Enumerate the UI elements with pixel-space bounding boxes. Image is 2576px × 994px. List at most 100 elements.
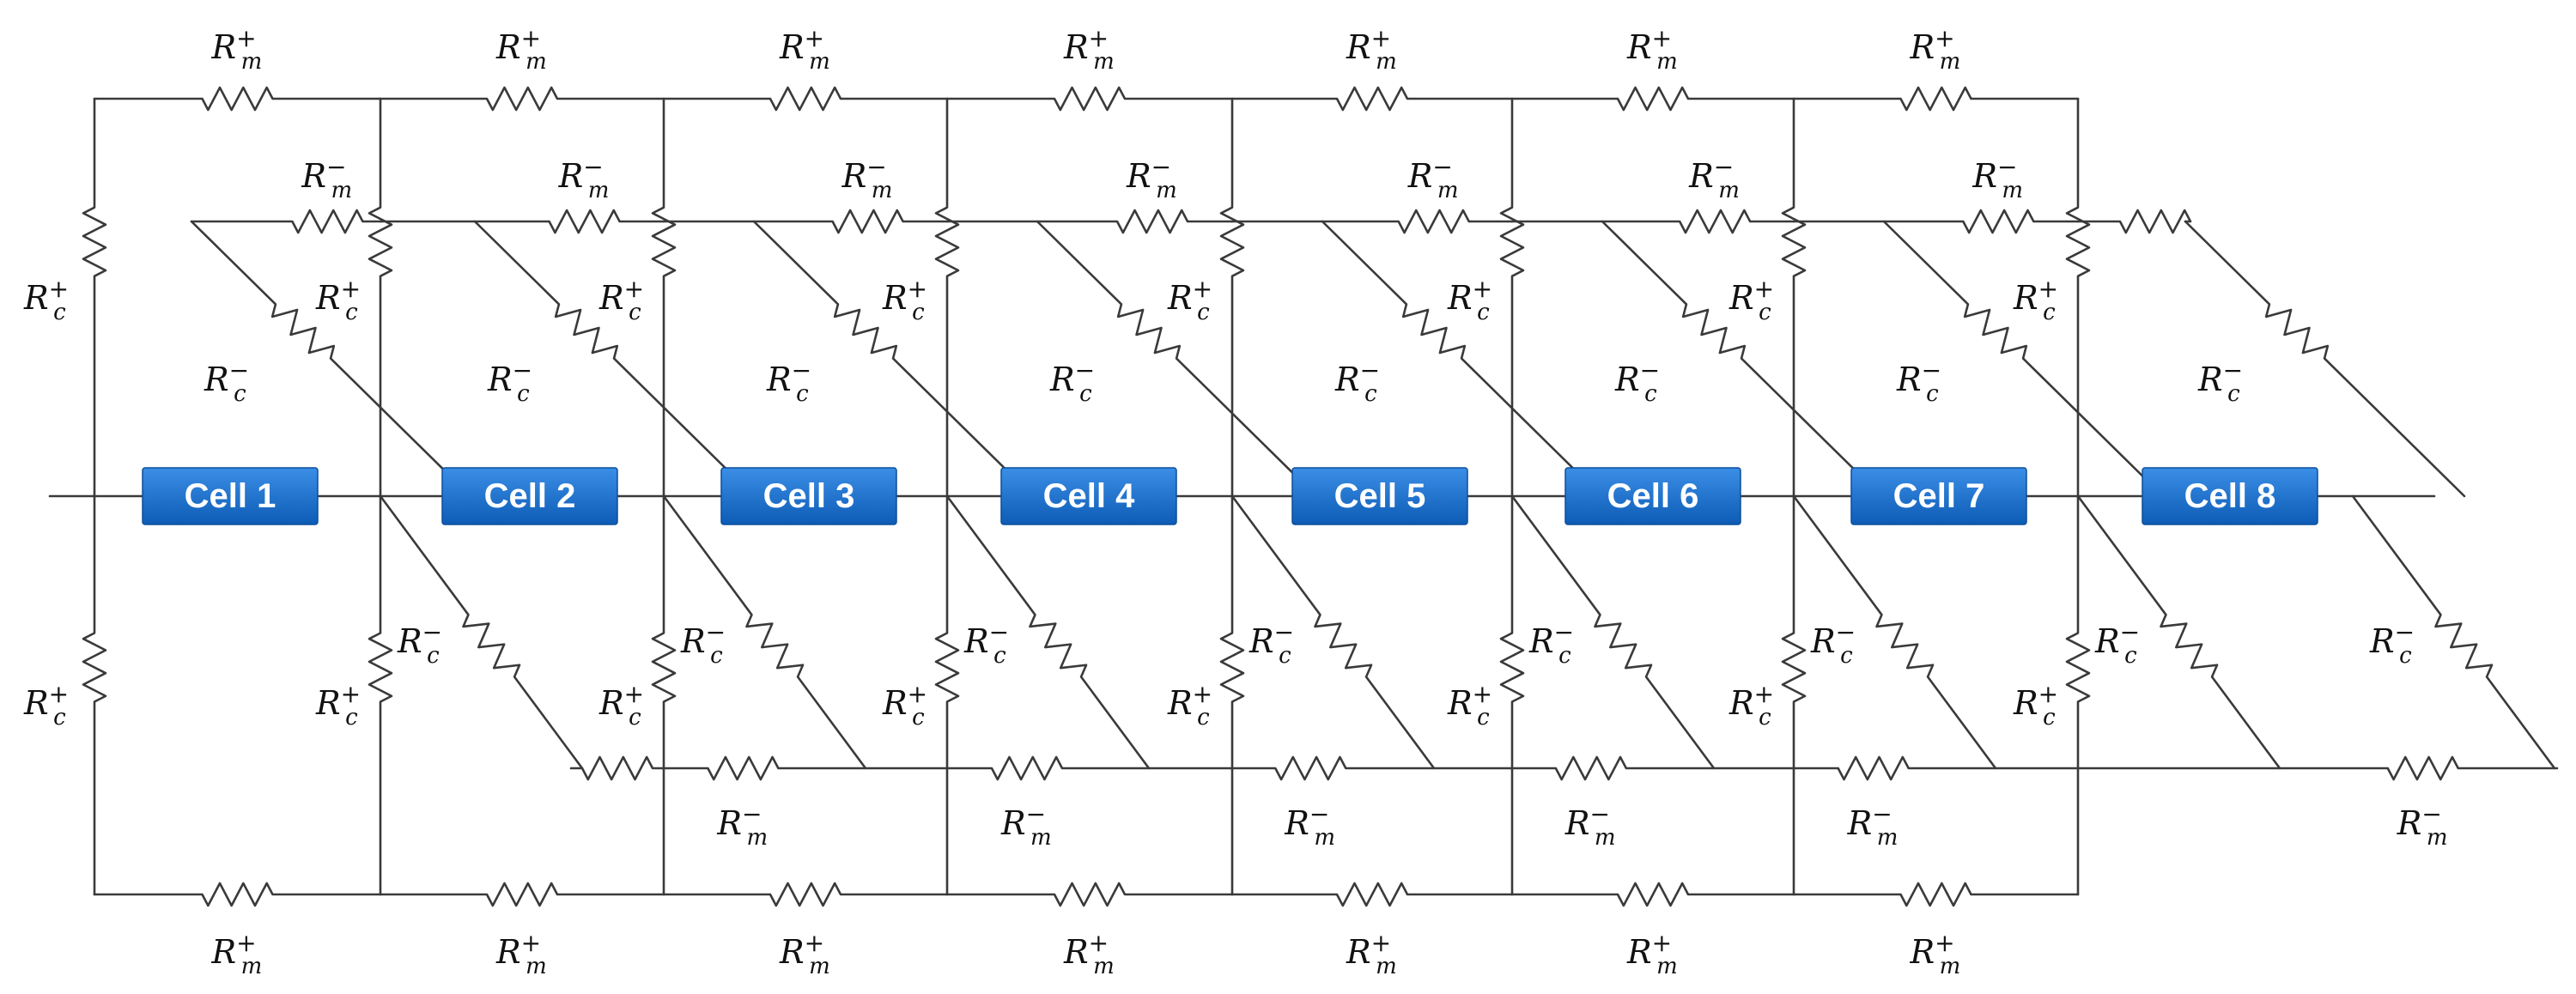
- resistor-rm-plus-top: [1792, 86, 2080, 112]
- label-rm-minus-upper: R−m: [1126, 153, 1177, 203]
- cell-label: Cell 2: [484, 477, 576, 515]
- cell-label: Cell 3: [763, 477, 855, 515]
- label-rm-plus-top: R+m: [1626, 24, 1678, 75]
- resistor-rc-minus-upper: [190, 220, 472, 498]
- label-rc-plus-lower: R+c: [1728, 680, 1774, 730]
- label-rc-minus-upper: R−c: [1614, 356, 1660, 407]
- label-rc-plus-upper: R+c: [598, 275, 644, 325]
- resistor-rc-minus-lower: [379, 494, 584, 770]
- label-rm-minus-lower: R−m: [1847, 800, 1899, 851]
- resistor-rc-minus-lower: [1792, 494, 1997, 770]
- label-rm-minus-upper: R−m: [1688, 153, 1740, 203]
- label-rc-minus-upper: R−c: [2197, 356, 2243, 407]
- label-rc-minus-upper: R−c: [1334, 356, 1380, 407]
- label-rc-plus-upper: R+c: [315, 275, 361, 325]
- label-rc-plus-lower: R+c: [1167, 680, 1212, 730]
- resistor-rm-plus-top: [1510, 86, 1795, 112]
- resistor-rm-plus-top: [662, 86, 949, 112]
- label-rc-plus-upper: R+c: [882, 275, 927, 325]
- resistor-rc-minus-upper: [1601, 220, 1883, 498]
- resistor-rc-minus-lower: [945, 494, 1151, 770]
- label-rm-plus-top: R+m: [779, 24, 830, 75]
- label-rm-plus-top: R+m: [211, 24, 263, 75]
- resistor-rm-minus-upper: [1792, 209, 2080, 234]
- resistor-rm-minus-lower: [945, 755, 1234, 781]
- label-rm-plus-bottom: R+m: [779, 929, 830, 979]
- resistor-rc-plus-upper: [2065, 97, 2091, 498]
- label-rc-plus-upper: R+c: [1728, 275, 1774, 325]
- resistor-rm-plus-bottom: [93, 882, 382, 907]
- resistor-rc-plus-lower: [2065, 494, 2091, 896]
- label-rc-minus-lower: R−c: [397, 618, 442, 669]
- label-rc-minus-lower: R−c: [963, 618, 1009, 669]
- label-rm-plus-top: R+m: [1063, 24, 1115, 75]
- label-rm-plus-bottom: R+m: [495, 929, 547, 979]
- resistor-rc-minus-upper: [473, 220, 756, 498]
- label-rc-plus-upper: R+c: [1447, 275, 1492, 325]
- resistor-rc-plus-lower: [1219, 494, 1245, 896]
- label-rc-plus-upper: R+c: [23, 275, 69, 325]
- resistor-rc-minus-upper: [1036, 220, 1318, 498]
- resistor-rc-plus-upper: [1499, 97, 1525, 498]
- label-rc-minus-lower: R−c: [1249, 618, 1294, 669]
- label-rc-plus-lower: R+c: [315, 680, 361, 730]
- label-rc-plus-lower: R+c: [882, 680, 927, 730]
- resistor-rc-minus-lower: [1510, 494, 1716, 770]
- cell-label: Cell 6: [1607, 477, 1699, 515]
- label-rm-minus-lower: R−m: [1000, 800, 1052, 851]
- resistor-rm-plus-bottom: [379, 882, 665, 907]
- resistor-rm-minus-upper: [2076, 209, 2192, 234]
- resistor-rm-plus-top: [1230, 86, 1514, 112]
- cell-7: Cell 7: [1850, 467, 2027, 525]
- resistor-rc-minus-upper: [2184, 220, 2466, 498]
- resistor-rc-plus-upper: [651, 97, 677, 498]
- label-rc-plus-lower: R+c: [1447, 680, 1492, 730]
- cell-label: Cell 8: [2184, 477, 2276, 515]
- label-rm-plus-top: R+m: [1346, 24, 1397, 75]
- resistor-rm-plus-top: [93, 86, 382, 112]
- resistor-rc-plus-lower: [82, 494, 107, 896]
- label-rm-minus-upper: R−m: [558, 153, 610, 203]
- resistor-rm-plus-top: [379, 86, 665, 112]
- cell-6: Cell 6: [1564, 467, 1741, 525]
- cell-label: Cell 1: [185, 477, 276, 515]
- label-rc-minus-lower: R−c: [2094, 618, 2140, 669]
- resistor-rm-minus-lower: [569, 755, 665, 781]
- label-rc-minus-lower: R−c: [1528, 618, 1574, 669]
- resistor-rm-minus-lower: [1230, 755, 1514, 781]
- resistor-rm-plus-bottom: [662, 882, 949, 907]
- label-rm-plus-bottom: R+m: [211, 929, 263, 979]
- label-rc-plus-lower: R+c: [23, 680, 69, 730]
- resistor-rc-plus-lower: [1499, 494, 1525, 896]
- cell-label: Cell 4: [1043, 477, 1135, 515]
- label-rm-minus-lower: R−m: [1284, 800, 1335, 851]
- label-rc-minus-lower: R−c: [2369, 618, 2415, 669]
- resistor-rm-minus-upper: [945, 209, 1234, 234]
- resistor-rm-minus-lower: [662, 755, 949, 781]
- cell-4: Cell 4: [1000, 467, 1177, 525]
- label-rm-minus-upper: R−m: [301, 153, 352, 203]
- resistor-rc-minus-lower: [1230, 494, 1436, 770]
- resistor-rm-plus-bottom: [1510, 882, 1795, 907]
- cell-label: Cell 7: [1893, 477, 1985, 515]
- label-rm-minus-upper: R−m: [1971, 153, 2023, 203]
- resistor-rm-minus-upper: [379, 209, 665, 234]
- resistor-rm-minus-lower: [1510, 755, 1795, 781]
- resistor-rm-plus-bottom: [1230, 882, 1514, 907]
- resistor-rm-minus-upper: [662, 209, 949, 234]
- resistor-rm-minus-upper: [1230, 209, 1514, 234]
- label-rc-minus-upper: R−c: [1049, 356, 1095, 407]
- label-rm-minus-upper: R−m: [1407, 153, 1459, 203]
- label-rc-plus-upper: R+c: [2013, 275, 2058, 325]
- resistor-rc-plus-upper: [368, 97, 393, 498]
- resistor-rm-plus-bottom: [1792, 882, 2080, 907]
- label-rc-minus-lower: R−c: [680, 618, 726, 669]
- label-rm-plus-top: R+m: [495, 24, 547, 75]
- resistor-rc-minus-lower: [2076, 494, 2281, 770]
- label-rm-plus-top: R+m: [1910, 24, 1961, 75]
- resistor-rm-minus-lower: [2076, 755, 2559, 781]
- resistor-rc-plus-lower: [651, 494, 677, 896]
- resistor-rm-plus-top: [945, 86, 1234, 112]
- label-rc-minus-upper: R−c: [766, 356, 811, 407]
- cell-3: Cell 3: [720, 467, 897, 525]
